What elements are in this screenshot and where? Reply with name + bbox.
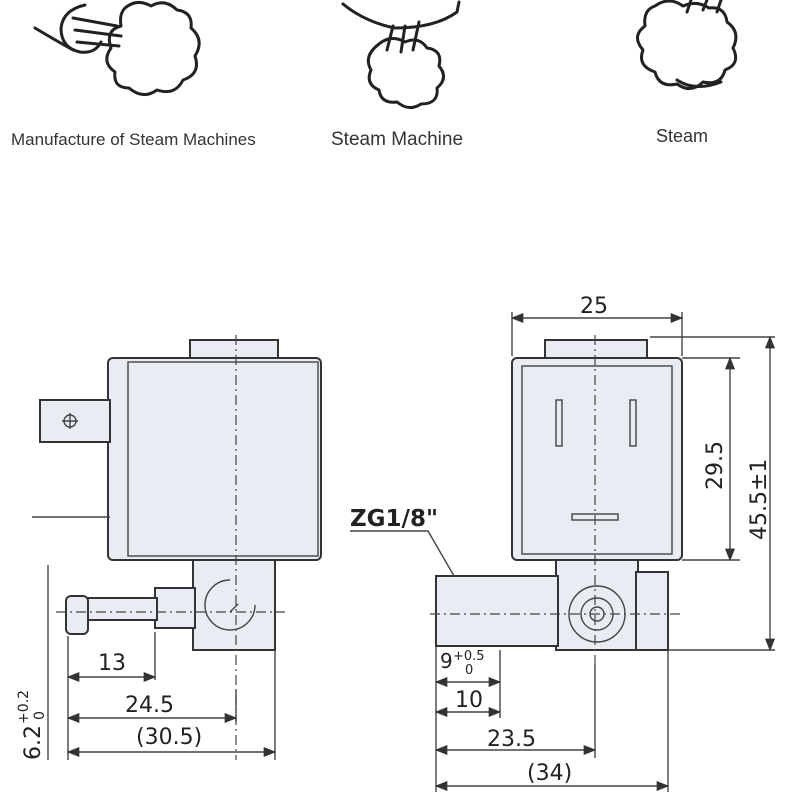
dim-23-5: 23.5 [487, 727, 536, 752]
hand-steam-icon [33, 1, 201, 96]
side-view: 13 24.5 (30.5) 6.2 +0.2 0 [16, 335, 322, 760]
dim-34: (34) [527, 761, 572, 786]
dim-29-5: 29.5 [703, 441, 728, 490]
dim-10: 10 [455, 688, 483, 713]
thread-callout: ZG1/8" [350, 506, 438, 532]
dim-13: 13 [98, 651, 126, 676]
front-view: 25 29.5 45.5±1 ZG1/8" 9 +0.5 0 10 23.5 (… [350, 294, 776, 792]
dim-24-5: 24.5 [125, 693, 174, 718]
dim-9-tol-lower: 0 [465, 663, 473, 678]
dim-25: 25 [580, 294, 608, 319]
dim-6-2-tol-lower: 0 [32, 711, 48, 720]
steam-cloud-icon [636, 0, 738, 90]
dim-9: 9 [440, 649, 453, 673]
dim-30-5: (30.5) [136, 725, 202, 750]
caption-steam: Steam [656, 126, 709, 146]
caption-manufacture: Manufacture of Steam Machines [11, 130, 256, 149]
dim-9-tol-upper: +0.5 [453, 649, 485, 664]
dim-6-2: 6.2 [21, 725, 46, 760]
iron-steam-icon [341, 0, 461, 109]
dim-45-5: 45.5±1 [747, 459, 772, 540]
dim-6-2-tol-upper: +0.2 [16, 690, 32, 724]
caption-steam-machine: Steam Machine [331, 129, 464, 150]
